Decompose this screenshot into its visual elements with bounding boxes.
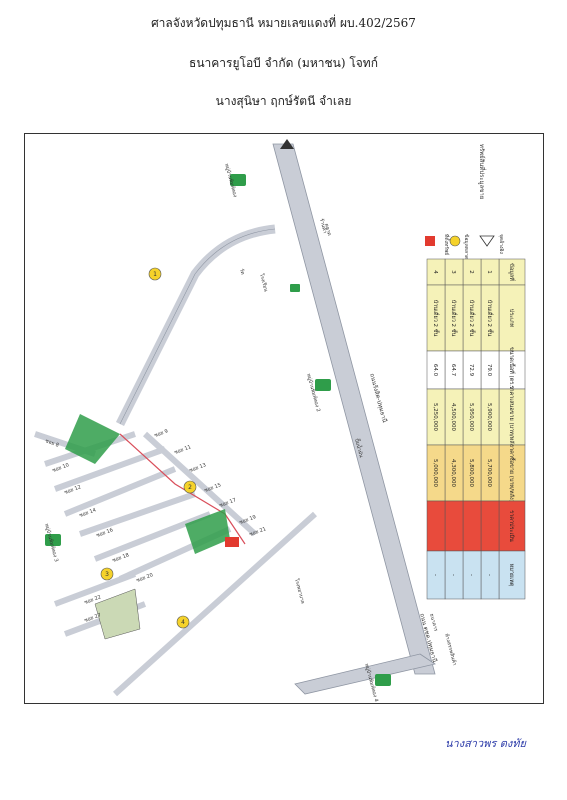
table-cell-text: 4 <box>432 270 438 274</box>
place-temple: วัด <box>238 268 245 275</box>
marker-1: 1 <box>153 271 157 278</box>
red-square-icon <box>425 236 435 246</box>
defendant-line: นางสุนิษา ฤกษ์รัตนี จำเลย <box>215 94 352 108</box>
station-icon <box>290 284 300 292</box>
place-hospital: โรงพยาบาล <box>293 578 306 605</box>
marker-3: 3 <box>105 571 109 578</box>
market-markers: 1 2 3 4 <box>100 267 197 629</box>
comparison-table: ข้อมูลที่ 1 2 3 4 ประเภท บ้านเดี่ยว 2 ชั้น บ้าน… <box>426 258 526 600</box>
soi-label-11: ซอย 17 <box>219 497 237 509</box>
place-shop: ร้านค้า <box>318 217 329 234</box>
table-cell <box>426 550 446 600</box>
village-block-c <box>94 588 141 640</box>
table-cell <box>426 500 446 552</box>
south-road <box>294 653 436 695</box>
legend-item-1: ข้อมูลตลาด <box>463 234 470 259</box>
table-cell-text: 5,250,000 <box>432 403 438 431</box>
north-arrow-icon <box>280 139 294 149</box>
table-cell-text: - <box>450 574 456 576</box>
landmark-icons <box>45 174 391 686</box>
table-cell-text: - <box>468 574 474 576</box>
soi-label-4: ซอย 16 <box>96 527 114 539</box>
table-header-3: ราคาเสนอขาย (บาท/หลัง) <box>508 386 515 449</box>
legend-north-arrow-icon <box>479 235 495 247</box>
map-canvas: 1 2 3 4 ถนนรังสิต-ปทุมธานี ถนน ตชด.ปทุมธ… <box>34 139 526 703</box>
table-cell-text: บ้านเดี่ยว 2 ชั้น <box>450 300 458 337</box>
table-cell-text: 3 <box>450 270 456 274</box>
soi-label-14: ซอย 27 <box>84 612 102 624</box>
location-map: 1 2 3 4 ถนนรังสิต-ปทุมธานี ถนน ตชด.ปทุมธ… <box>24 133 544 704</box>
soi-label-3: ซอย 14 <box>79 507 97 519</box>
soi-label-8: ซอย 11 <box>174 444 192 456</box>
table-cell-text: 4,300,000 <box>450 459 456 487</box>
legend-item-0: ที่ตั้งทรัพย์ <box>443 234 452 255</box>
place-market: ตลาด <box>323 223 332 237</box>
place-village-b: หมู่บ้านพิมพ์ทอง 2 <box>305 373 322 413</box>
table-cell-text: 72.9 <box>468 364 474 377</box>
village-c-icon <box>45 534 61 546</box>
table-cell-text: 4,500,000 <box>450 403 456 431</box>
feeder-road-edge <box>119 228 276 425</box>
place-bank: ธนาคาร <box>428 613 439 632</box>
table-cell-text: 5,000,000 <box>432 459 438 487</box>
legend-item-2: จุดอ้างอิง <box>498 234 505 254</box>
village-a-icon <box>230 174 246 186</box>
table-cell-text: 5,950,000 <box>468 403 474 431</box>
legend-title: ทรัพย์สินที่ประมูลขาย <box>478 144 486 199</box>
route-line <box>119 433 246 545</box>
soi-label-13: ซอย 21 <box>249 526 267 538</box>
table-cell-text: 1 <box>486 270 492 274</box>
plaintiff-line: ธนาคารยูโอบี จำกัด (มหาชน) โจทก์ <box>189 56 378 70</box>
soi-label-7: ซอย 9 <box>154 428 169 438</box>
property-marker <box>225 537 239 547</box>
soi-label-5: ซอย 18 <box>112 552 130 564</box>
table-cell-text: 2 <box>468 270 474 274</box>
marker-4: 4 <box>181 619 185 626</box>
village-d-icon <box>375 674 391 686</box>
table-cell <box>444 500 464 552</box>
place-mall: ห้างสรรพสินค้า <box>443 633 458 667</box>
soi-label-10: ซอย 15 <box>204 482 222 494</box>
table-cell-text: - <box>486 574 492 576</box>
village-block-a <box>65 414 120 464</box>
village-b-icon <box>315 379 331 391</box>
marker-2: 2 <box>188 484 192 491</box>
table-cell-text: 64.7 <box>450 364 456 377</box>
signature: นางสาวพร ตงทัย <box>445 737 527 750</box>
table-cell-text: 79.0 <box>486 364 492 377</box>
table-cell-text: 5,800,000 <box>468 459 474 487</box>
table-header-6: หมายเหตุ <box>508 564 514 587</box>
table-cell <box>462 500 482 552</box>
table-cell-text: บ้านเดี่ยว 2 ชั้น <box>432 300 440 337</box>
feeder-road <box>115 224 276 427</box>
soi-label-6: ซอย 20 <box>136 572 154 584</box>
legend: ทรัพย์สินที่ประมูลขาย ที่ตั้งทรัพย์ ข้อม… <box>425 144 505 259</box>
soi-label-1: ซอย 10 <box>52 462 70 474</box>
yellow-circle-icon <box>449 235 461 247</box>
table-header-4: ราคาซื้อขาย (บาท/หลัง) <box>508 444 516 502</box>
table-cell-text: บ้านเดี่ยว 2 ชั้น <box>486 300 494 337</box>
soi-label-0: ซอย 8 <box>44 438 59 448</box>
soi-label-2: ซอย 12 <box>64 484 82 496</box>
table-cell-text: 5,700,000 <box>486 459 492 487</box>
table-header-5: ราคาประเมิน <box>508 510 515 542</box>
court-header: ศาลจังหวัดปทุมธานี หมายเลขแดงที่ ผบ.402/… <box>151 16 416 30</box>
table-header-1: ประเภท <box>508 309 515 328</box>
village-block-b <box>185 509 230 554</box>
table-cell-text: 64.0 <box>432 364 438 377</box>
table-cell <box>480 500 500 552</box>
highway-label: ถนนรังสิต-ปทุมธานี <box>368 372 389 423</box>
table-cell-text: 5,900,000 <box>486 403 492 431</box>
soi-grid <box>34 431 318 697</box>
soi-label-12: ซอย 19 <box>239 514 257 526</box>
soi-label-15: ซอย 22 <box>84 594 102 606</box>
place-school: โรงเรียน <box>258 273 270 293</box>
soi-label-9: ซอย 13 <box>189 462 207 474</box>
table-header-2: ขนาดเนื้อที่ (ตร.ว.) <box>508 347 516 393</box>
table-cell-text: บ้านเดี่ยว 2 ชั้น <box>468 300 476 337</box>
table-cell-text: - <box>432 574 438 576</box>
table-header-0: ข้อมูลที่ <box>508 263 516 281</box>
